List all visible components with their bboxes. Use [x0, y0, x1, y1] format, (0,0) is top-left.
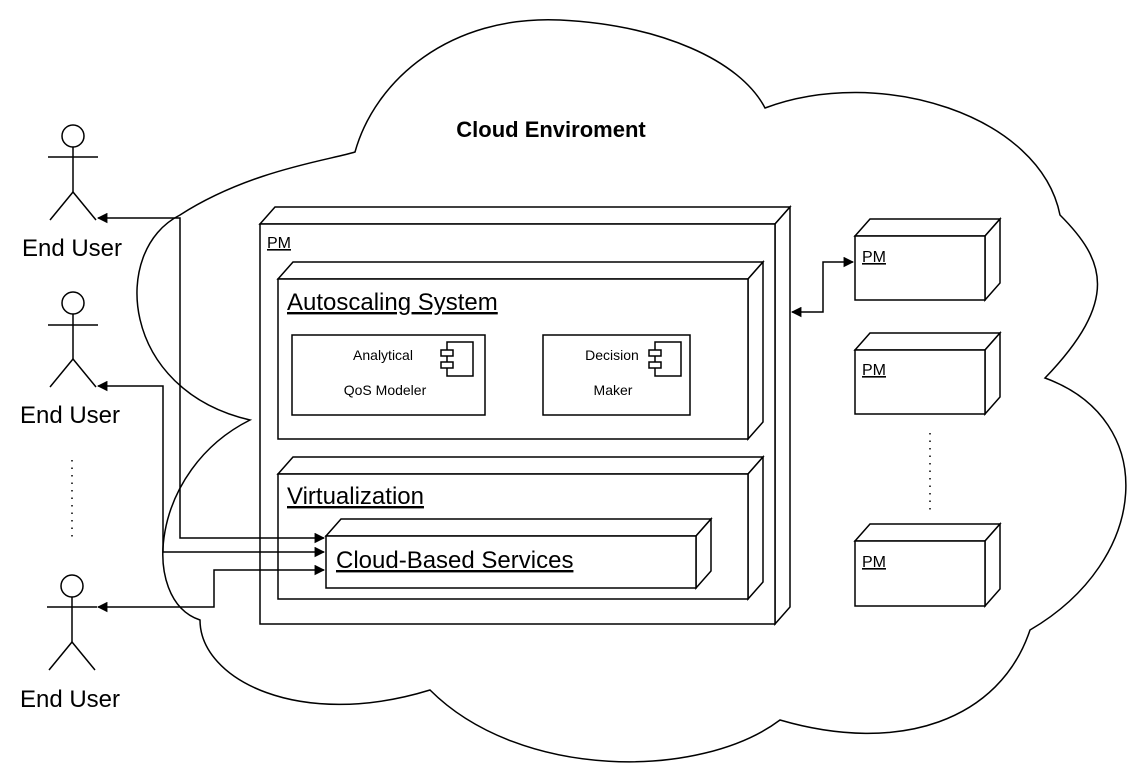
component-line1: Decision [585, 347, 639, 363]
component-line2: QoS Modeler [344, 382, 427, 398]
actor-end-user: End User [20, 291, 120, 429]
component-line1: Analytical [353, 347, 413, 363]
connector-user3-services [96, 564, 326, 613]
actor-label: End User [22, 235, 122, 262]
virtualization-label: Virtualization [287, 483, 424, 510]
component-decision-maker: Decision Maker [542, 334, 691, 416]
cloud-based-services-label: Cloud-Based Services [336, 547, 573, 574]
connector-user2-services [96, 380, 326, 558]
actor-label: End User [20, 686, 120, 713]
cloud-title: Cloud Enviroment [456, 117, 646, 142]
side-pm-label: PM [862, 249, 886, 266]
component-icon [648, 341, 682, 377]
side-pm-node: PM [853, 522, 1002, 608]
side-pm-label: PM [862, 554, 886, 571]
connector-main-pm-side-pm [790, 256, 855, 318]
component-analytical-qos-modeler: Analytical QoS Modeler [291, 334, 486, 416]
actor-end-user: End User [20, 574, 120, 713]
autoscaling-system-label: Autoscaling System [287, 289, 498, 316]
main-pm-label: PM [267, 235, 291, 252]
side-pm-label: PM [862, 362, 886, 379]
actor-end-user: End User [22, 124, 122, 262]
side-pm-node: PM [853, 331, 1002, 416]
component-icon [440, 341, 474, 377]
cloud-shape [136, 19, 1127, 763]
actor-label: End User [20, 402, 120, 429]
side-pm-node: PM [853, 217, 1002, 302]
component-line2: Maker [594, 382, 633, 398]
cloud-based-services-node: Cloud-Based Services [324, 517, 713, 590]
